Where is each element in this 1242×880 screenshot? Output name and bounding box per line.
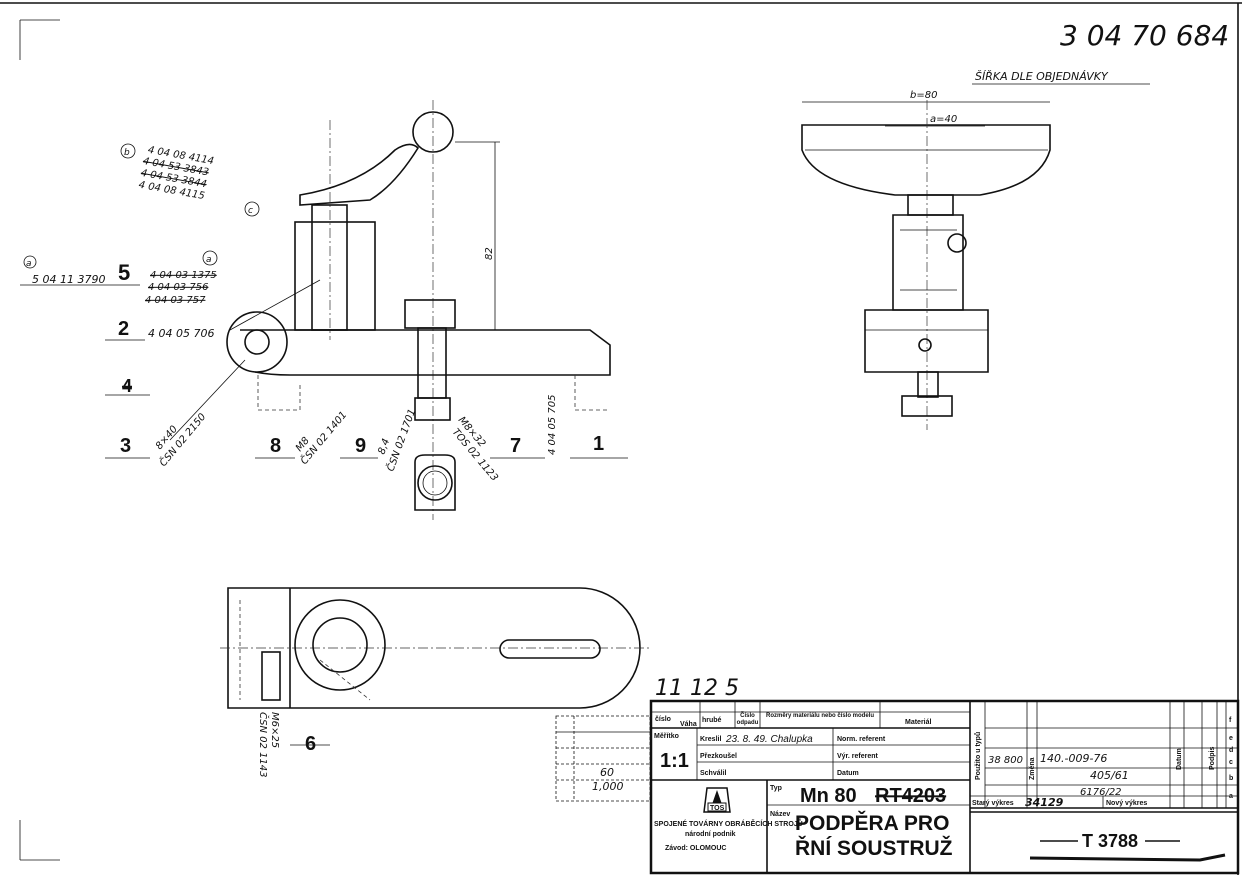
left-table-value-1: 60 [600,766,614,779]
company-1: SPOJENÉ TOVÁRNY OBRÁBĚCÍCH STROJŮ [654,818,803,828]
h-material: Materiál [905,719,932,726]
callout-p6b: ČSN 02 1143 [257,712,270,778]
typ-struck: RT4203 [875,785,946,807]
rev-mark-a: a [26,259,32,269]
left-table-value-2: 1,000 [592,780,624,793]
novy-label: Nový výkres [1106,800,1147,807]
side-view: 82 [226,100,611,520]
rev-a: a [1229,793,1233,800]
norm-ref: Norm. referent [837,736,886,743]
rev-f: f [1229,717,1232,724]
callout-p5-3: 4 04 03 757 [145,295,206,306]
nazev-2: ŘNÍ SOUSTRUŽ [795,836,953,860]
drawing-number-top: 3 04 70 684 [1060,19,1229,52]
pos-7: 7 [510,435,521,457]
pos-9: 9 [355,435,366,457]
datum-col-label: Datum [1176,748,1183,770]
callout-p2: 4 04 05 706 [148,327,214,340]
rev-e: e [1229,735,1233,742]
callout-p9a: 8,4 [376,437,392,456]
pos-2: 2 [118,318,129,340]
nazev-1: PODPĚRA PRO [795,811,949,835]
pos-4: 4 [122,376,132,396]
width-note: ŠÍŘKA DLE OBJEDNÁVKY [975,70,1109,83]
pouzito-label: Použito u typů [974,732,982,780]
callout-a-left: 5 04 11 3790 [32,273,105,286]
left-table: 60 1,000 [555,715,651,802]
callout-p6a: M6×25 [269,712,280,748]
pos-1: 1 [593,433,604,455]
rev-c: c [1229,759,1233,766]
end-view: b=80 a=40 [801,90,1051,430]
typ: Mn 80 [800,785,857,807]
h-cislo: číslo [655,716,671,723]
zmena-3: 6176/22 [1080,787,1122,798]
stary-label: Starý výkres [972,800,1014,807]
tos-logo: TOS [703,787,731,813]
rev-d: d [1229,747,1233,754]
callout-p5-2: 4 04 03 756 [148,282,208,293]
drawing-number: T 3788 [1082,831,1138,851]
rev-mark-c: c [248,206,253,216]
kreslil: 23. 8. 49. Chalupka [725,734,813,745]
zmena-2: 405/61 [1090,769,1129,782]
callout-p1: 4 04 05 705 [547,395,558,455]
zmena-label: Změna [1029,757,1036,780]
plan-view [220,587,650,709]
schvalil-label: Schválil [700,770,727,777]
h-hrube: hrubé [702,717,722,724]
kreslil-label: Kreslil [700,736,721,743]
pos-6: 6 [305,733,316,755]
sheet-note: 11 12 5 [655,676,739,701]
leader-lines [20,279,628,746]
zmena-1: 140.-009-76 [1040,752,1107,765]
dim-a: a=40 [930,114,957,125]
pos-3: 3 [120,435,131,457]
rev-b: b [1229,775,1233,782]
company-2: národní podnik [685,831,736,838]
typ-label: Typ [770,785,782,792]
h-vaha: Váha [680,721,697,728]
dim-height: 82 [484,247,495,260]
scale: 1:1 [660,750,689,772]
nazev-label: Název [770,811,790,818]
datum: Datum [837,770,859,777]
h-rozmery: Rozměry materiálu nebo číslo modelu [765,713,875,719]
dim-b: b=80 [910,90,937,101]
position-numbers: 1 2 3 4 5 6 7 8 9 [118,260,604,755]
title-block: číslo Váha hrubé Materiál Měřítko 1:1 Kr… [649,699,1240,875]
prezkousel-label: Přezkoušel [700,753,737,760]
callout-p5-1: 4 04 03 1375 [150,270,217,281]
stary: 34129 [1025,796,1064,809]
logo-text: TOS [710,805,725,812]
vyr-ref: Výr. referent [837,753,879,760]
meritko-label: Měřítko [654,733,679,740]
pouzito: 38 800 [988,755,1023,766]
part-callouts: b c a a 4 04 08 4114 4 04 53 3843 4 04 5… [23,143,558,778]
zavod: Závod: OLOMOUC [665,845,726,852]
rev-mark-a-2: a [206,255,212,265]
h-cislo-odpadu: Číslo odpadu [736,713,759,726]
pos-5: 5 [118,260,130,285]
podpis-label: Podpis [1209,747,1216,770]
pos-8: 8 [270,435,281,457]
rev-mark-b: b [124,148,130,158]
